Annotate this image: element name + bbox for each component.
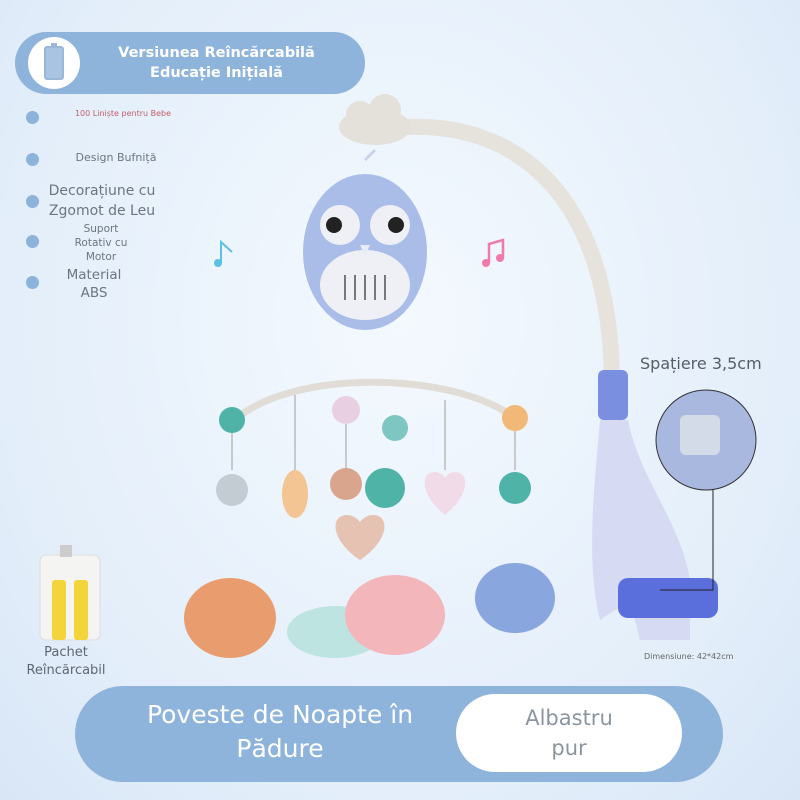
flower-toy — [216, 474, 248, 506]
feature-item: Design Bufniță — [75, 151, 157, 164]
battery-icon — [44, 43, 64, 80]
header-title: Versiunea Reîncărcabilă Educație Inițial… — [118, 45, 315, 81]
hanger-arc — [232, 378, 518, 423]
feature-item: 100 Liniște pentru Bebe — [74, 109, 172, 118]
heart-toy — [335, 515, 385, 560]
feature-item: Material ABS — [66, 267, 122, 301]
bullet-icon — [26, 195, 39, 208]
battery-pack-label: Pachet Reîncărcabil — [26, 645, 106, 678]
clamp-screw — [618, 578, 718, 618]
color-option: Albastru pur — [456, 694, 682, 772]
spacing-label: Spațiere 3,5cm — [640, 354, 762, 373]
mobile-arm — [389, 118, 620, 381]
dimension-label: Dimensiune: 42*42cm — [644, 652, 734, 661]
ball-toy — [365, 468, 405, 508]
elephant-toy-blue — [475, 563, 555, 633]
elephant-toy-orange — [184, 578, 276, 658]
bullet-icon — [26, 153, 39, 166]
cloud-hook — [339, 94, 411, 145]
bullet-icon — [26, 235, 39, 248]
music-note-icon — [214, 239, 233, 267]
feature-item: Decorațiune cu Zgomot de Leu — [48, 183, 156, 219]
fish-toy-pink — [345, 575, 445, 655]
product-title: Poveste de Noapte în Pădure — [146, 700, 414, 763]
flower-toy — [330, 468, 362, 500]
heart-toy — [424, 472, 466, 515]
battery-badge — [28, 37, 80, 89]
flower-toy — [499, 472, 531, 504]
drop-toy — [282, 470, 308, 518]
feature-item: Suport Rotativ cu Motor — [74, 223, 128, 263]
stand-grip — [598, 370, 628, 420]
owl-music-box — [303, 148, 427, 330]
battery-pack — [39, 545, 101, 641]
header-banner: Versiunea Reîncărcabilă Educație Inițial… — [15, 32, 365, 94]
bullet-icon — [26, 276, 39, 289]
bullet-icon — [26, 111, 39, 124]
music-notes-icon — [482, 238, 505, 267]
